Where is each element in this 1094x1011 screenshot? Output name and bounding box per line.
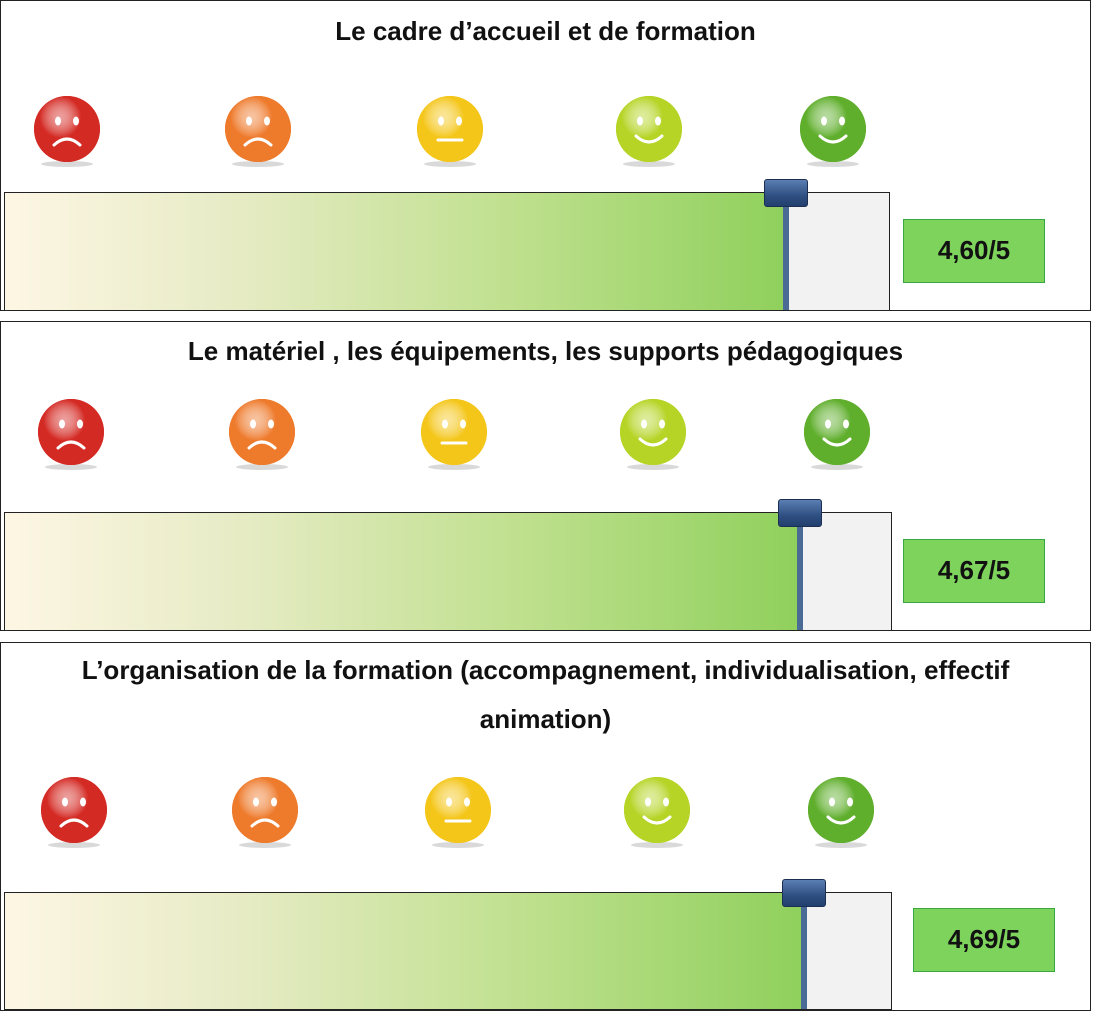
unhappy-face-icon [221,94,295,168]
unhappy-face-icon [225,397,299,471]
score-gauge [4,179,890,311]
very-happy-face-icon [800,397,874,471]
neutral-face-icon [413,94,487,168]
happy-face-icon [620,775,694,849]
gauge-handle [778,499,822,527]
happy-face-icon [616,397,690,471]
neutral-face-icon [417,397,491,471]
very-unhappy-face-icon [34,397,108,471]
score-value: 4,60/5 [903,219,1045,283]
gauge-needle [801,903,807,1009]
score-gauge-fill [5,893,804,1009]
gauge-handle [782,879,826,907]
very-happy-face-icon [796,94,870,168]
happy-face-icon [612,94,686,168]
panel-title: Le matériel , les équipements, les suppo… [187,336,904,366]
very-unhappy-face-icon [37,775,111,849]
rating-panel: Le matériel , les équipements, les suppo… [0,321,1091,631]
panel-title: animation) [479,704,612,734]
gauge-needle [797,523,803,630]
unhappy-face-icon [228,775,302,849]
panel-title: L’organisation de la formation (accompag… [81,655,1010,685]
score-gauge-fill [5,193,786,310]
rating-panel: Le cadre d’accueil et de formation 4,60/5 [0,0,1091,311]
score-value: 4,69/5 [913,908,1055,972]
neutral-face-icon [421,775,495,849]
score-gauge [4,499,892,631]
score-value: 4,67/5 [903,539,1045,603]
gauge-handle [764,179,808,207]
score-gauge-fill [5,513,800,630]
score-gauge [4,879,892,1010]
gauge-needle [783,203,789,310]
very-unhappy-face-icon [30,94,104,168]
rating-panel: L’organisation de la formation (accompag… [0,642,1091,1011]
very-happy-face-icon [804,775,878,849]
panel-title: Le cadre d’accueil et de formation [335,16,756,46]
